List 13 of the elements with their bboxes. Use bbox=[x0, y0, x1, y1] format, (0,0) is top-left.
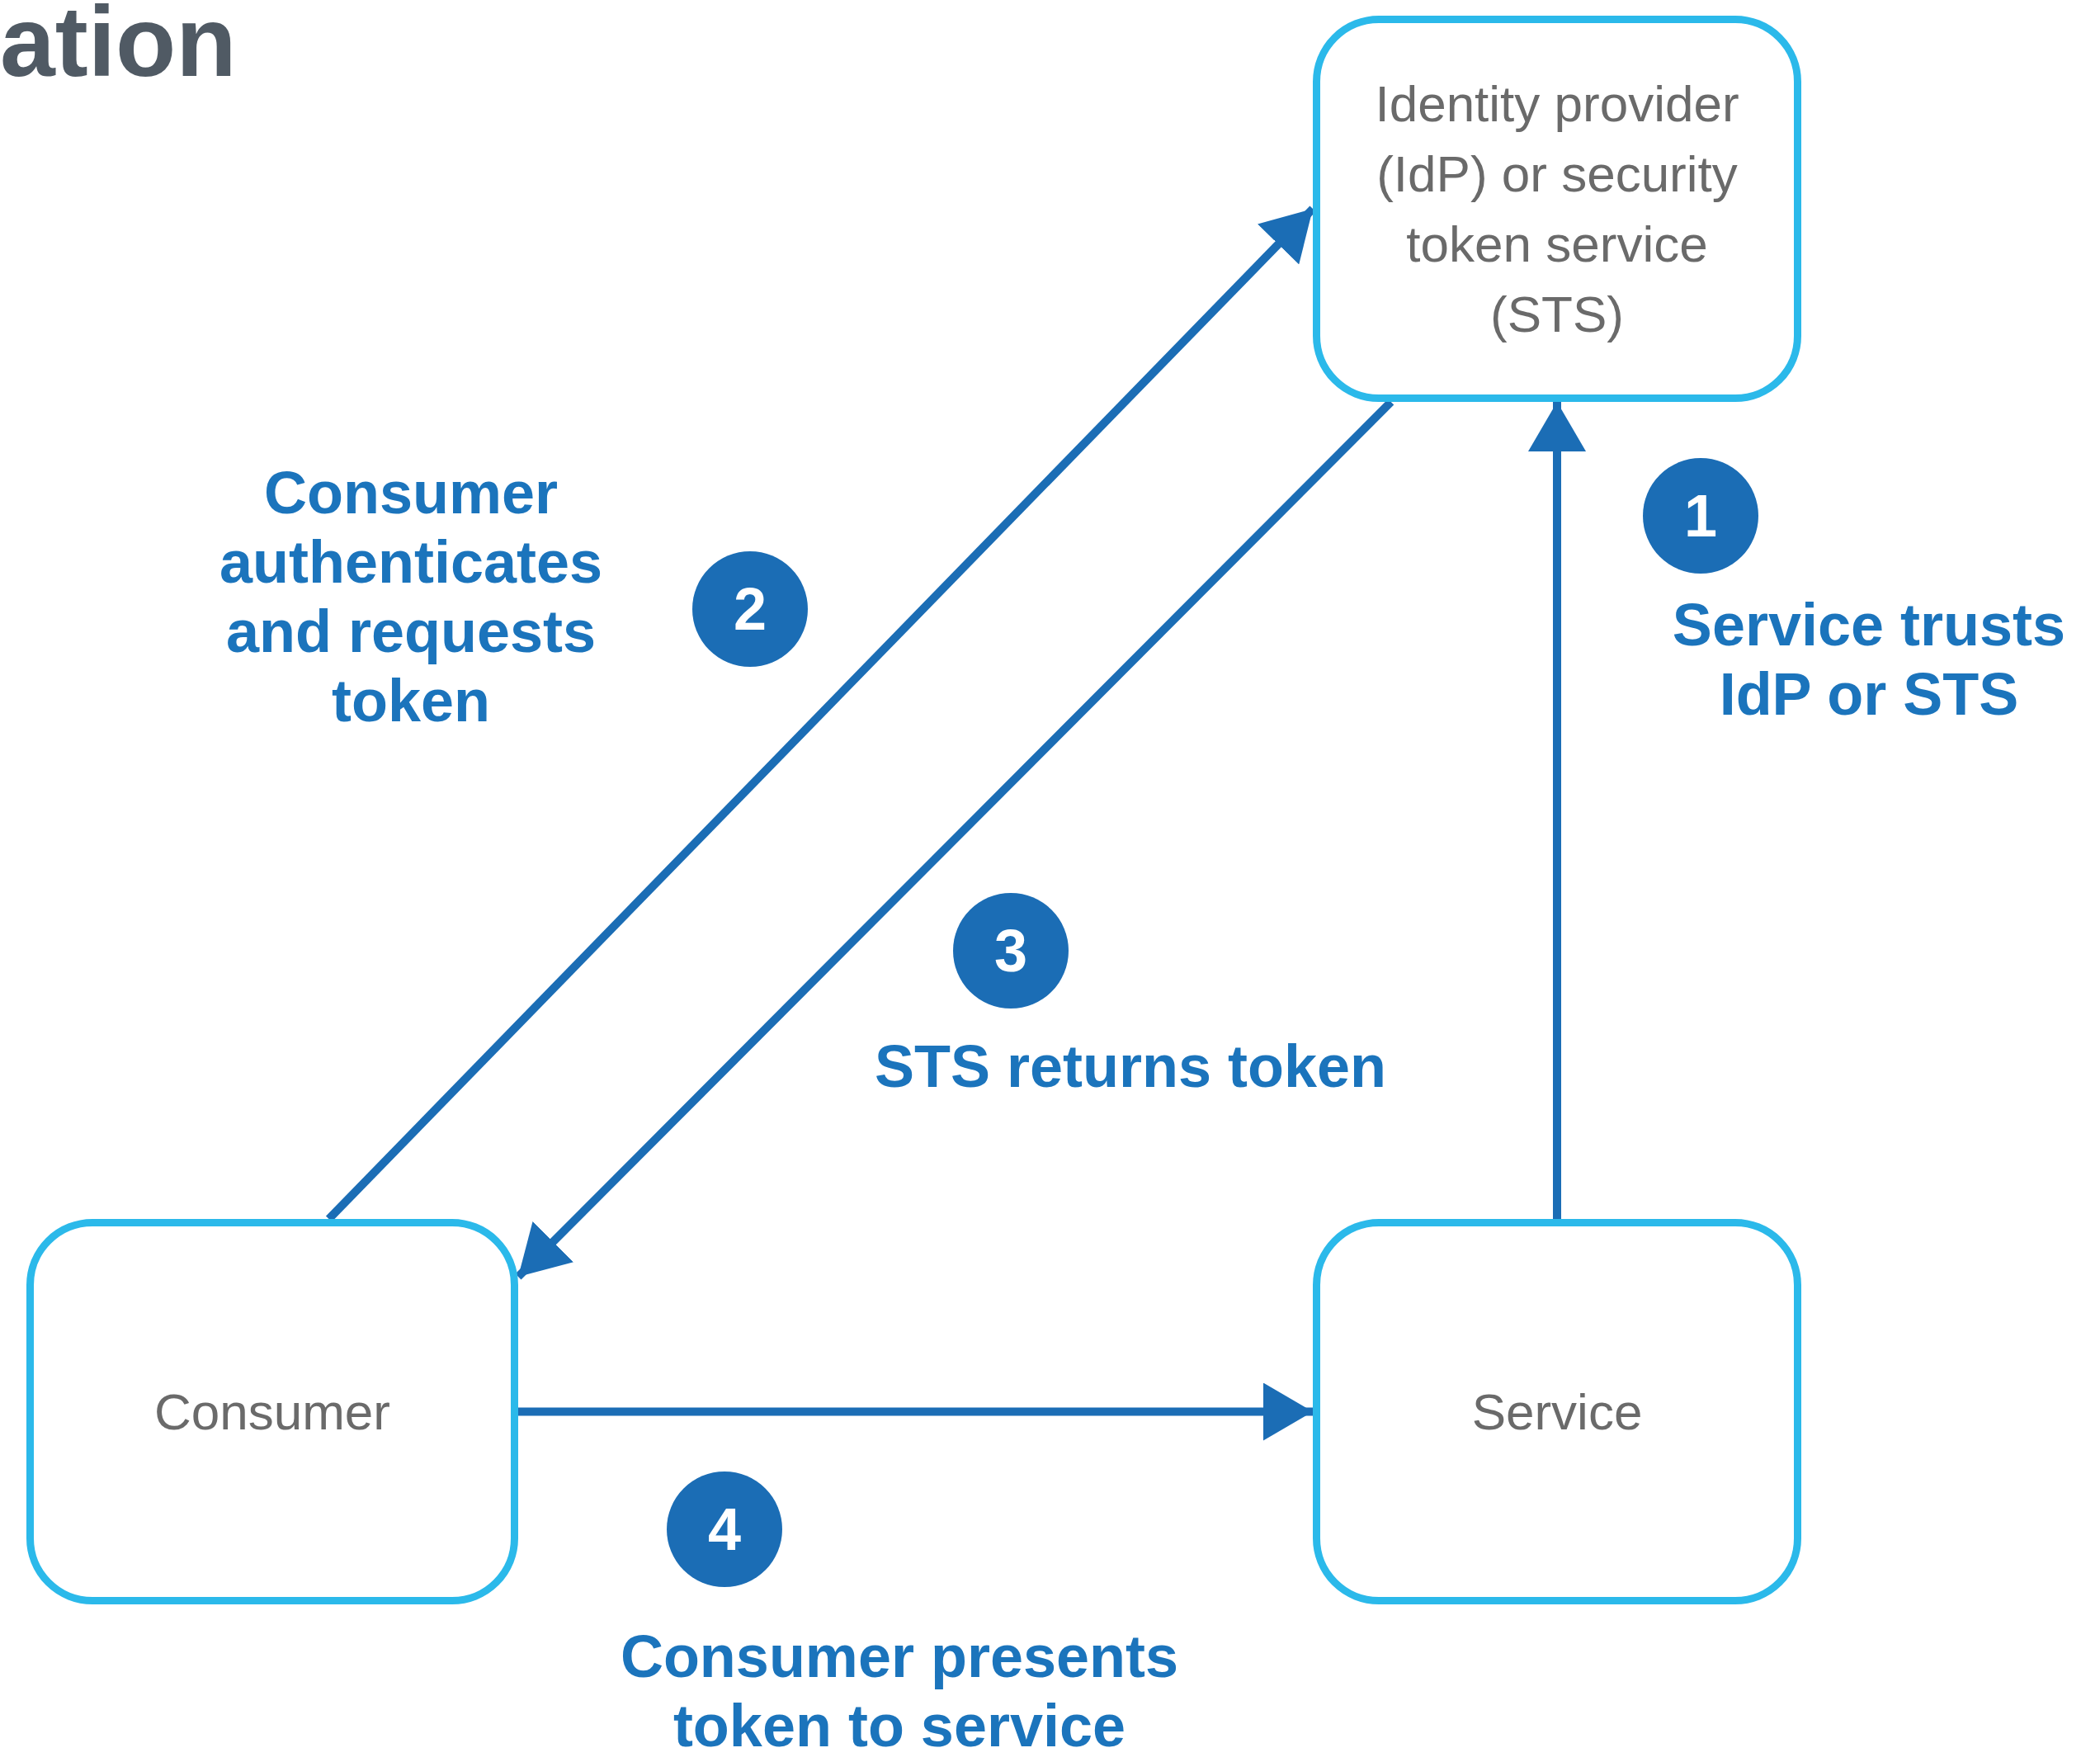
callout-number: 4 bbox=[667, 1471, 782, 1587]
callout-number: 1 bbox=[1643, 458, 1758, 574]
process-box bbox=[1313, 1219, 1801, 1604]
process-box bbox=[1313, 16, 1801, 402]
node-label: Identity provider (IdP) or security token service (STS) bbox=[1374, 74, 1740, 344]
heading: ation bbox=[0, 0, 237, 98]
node-label: Service bbox=[1470, 1382, 1644, 1442]
process-box bbox=[26, 1219, 518, 1604]
arrow bbox=[1528, 402, 1586, 1219]
node-label: Consumer bbox=[153, 1382, 391, 1442]
callout-number: 3 bbox=[953, 893, 1069, 1009]
arrow bbox=[518, 1382, 1313, 1441]
callout-number: 2 bbox=[692, 551, 808, 667]
